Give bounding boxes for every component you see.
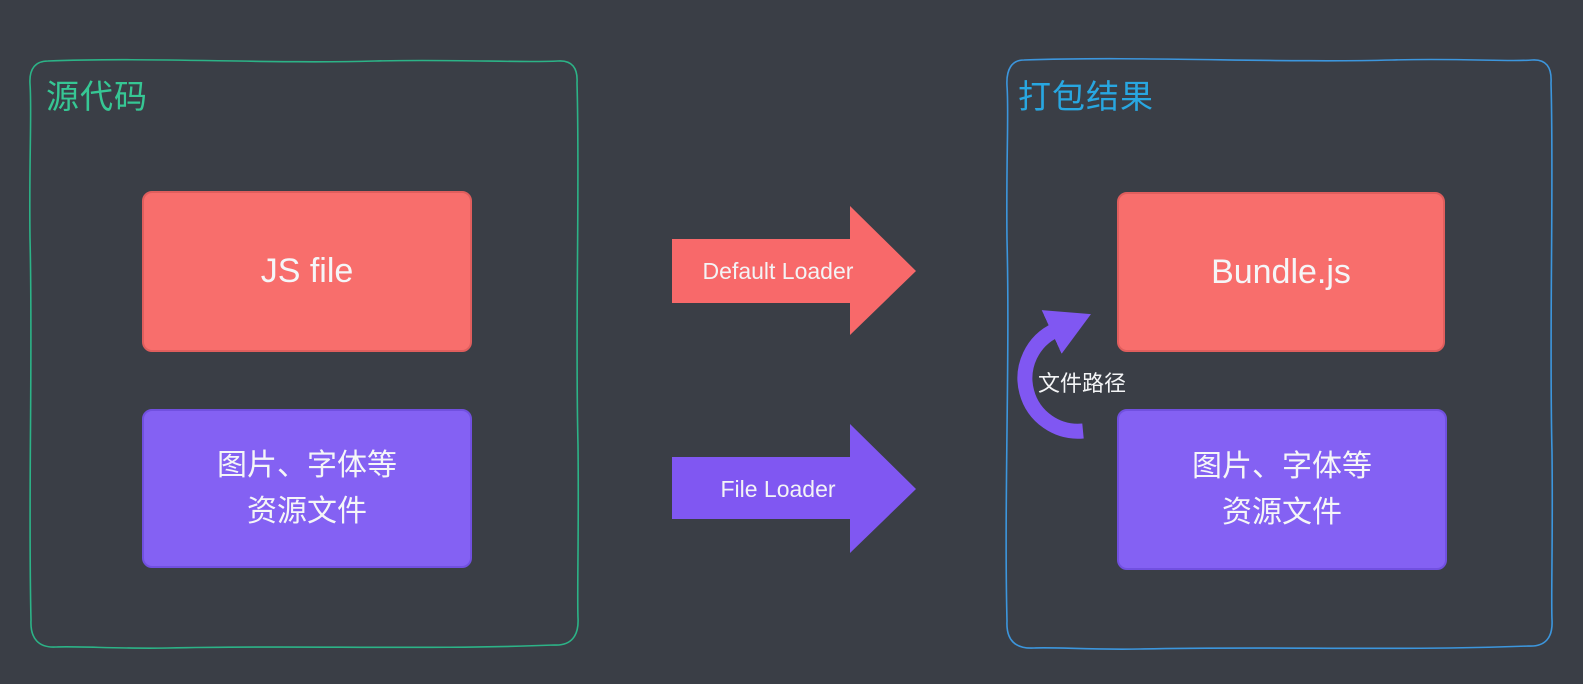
source-group-border xyxy=(28,58,580,649)
source-assets-node: 图片、字体等 资源文件 xyxy=(142,409,472,568)
output-assets-label-line1: 图片、字体等 xyxy=(1192,449,1372,483)
file-path-curved-arrow xyxy=(1017,310,1091,439)
js-file-label: JS file xyxy=(260,252,354,290)
file-loader-label: File Loader xyxy=(720,476,836,502)
default-loader-arrow xyxy=(672,206,916,335)
bundle-js-label: Bundle.js xyxy=(1211,252,1351,291)
bundle-js-node: Bundle.js xyxy=(1117,192,1445,352)
output-group-title: 打包结果 xyxy=(1018,78,1154,115)
output-assets-node: 图片、字体等 资源文件 xyxy=(1117,409,1447,570)
js-file-node: JS file xyxy=(142,191,472,352)
output-assets-label-line2: 资源文件 xyxy=(1222,495,1342,529)
file-loader-arrow xyxy=(672,424,916,553)
default-loader-label: Default Loader xyxy=(702,258,854,284)
source-assets-label-line1: 图片、字体等 xyxy=(217,448,397,482)
file-path-label: 文件路径 xyxy=(1038,371,1127,396)
output-group-border xyxy=(1005,57,1554,650)
source-group-title: 源代码 xyxy=(46,78,148,115)
source-assets-label-line2: 资源文件 xyxy=(247,494,367,528)
